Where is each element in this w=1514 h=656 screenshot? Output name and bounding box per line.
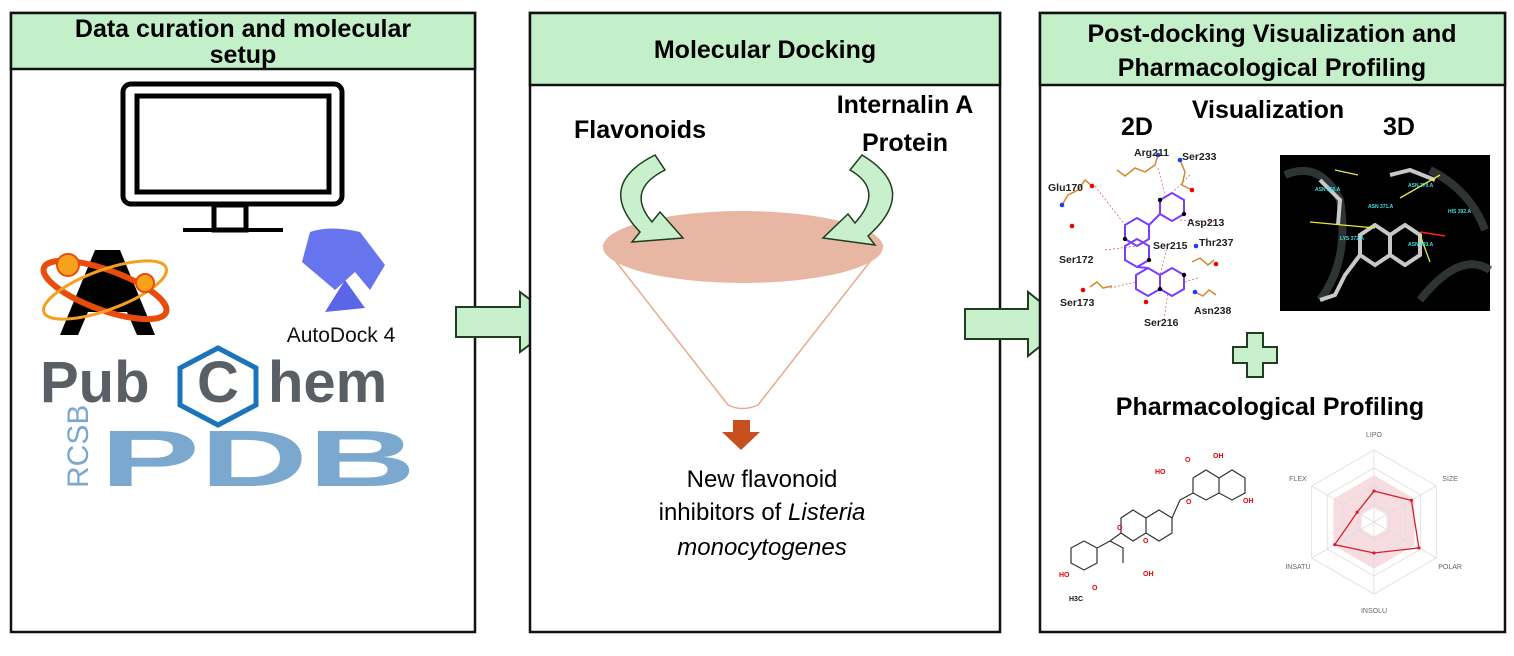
profiling-label: Pharmacological Profiling [1116, 393, 1424, 421]
output-text: New flavonoid [687, 466, 838, 493]
label-3d: 3D [1383, 113, 1415, 141]
panel-title-line: Post-docking Visualization and [1087, 20, 1456, 48]
residue-label: Ser215 [1153, 240, 1188, 252]
atom-label: O [1186, 499, 1192, 506]
curved-arrow-left [620, 154, 685, 243]
label-2d: 2D [1121, 113, 1153, 141]
panel-title-line: Data curation and molecular [75, 15, 411, 43]
panel-header [9, 11, 477, 71]
residue-label: Asn238 [1194, 305, 1232, 317]
rcsb-text: RCSB [62, 405, 95, 488]
autodock-logo: AutoDock 4 [287, 228, 396, 347]
output-arrow [722, 420, 760, 450]
panel-title: Molecular Docking [654, 36, 876, 64]
radar-value-point [1409, 498, 1414, 502]
output-text: inhibitors of Listeria [659, 499, 866, 526]
curved-arrow-right [821, 154, 894, 246]
residue-label: Asp213 [1187, 217, 1225, 229]
atom-label: HO [1155, 469, 1166, 476]
panel-data-curation: Data curation and molecular setup AutoDo… [9, 11, 477, 634]
residue-label: Glu170 [1048, 182, 1083, 194]
atom-label: O [1143, 538, 1149, 545]
output-text: monocytogenes [677, 534, 846, 561]
pdb-text: PDB [100, 414, 416, 503]
computer-monitor-icon [120, 81, 345, 233]
residue-3d-label: HIS 392.A [1448, 209, 1471, 215]
atom-label: HO [1059, 572, 1070, 579]
residue-label: Thr237 [1199, 237, 1234, 249]
bioavailability-radar: LIPO SIZE POLAR INSOLU INSATU FLEX [1285, 432, 1462, 615]
residue-3d-label: ASN 370.A [1408, 183, 1434, 189]
pubchem-text-c: C [197, 350, 239, 415]
radar-axis-label: FLEX [1289, 476, 1307, 483]
output-text-part: inhibitors of [659, 499, 788, 526]
residue-3d-label: ASN 393.A [1408, 242, 1434, 248]
radar-axis-label: POLAR [1438, 564, 1462, 571]
pubchem-text-hem: hem [268, 350, 387, 415]
rcsb-pdb-logo: RCSB PDB [62, 405, 416, 503]
output-text-italic: Listeria [788, 499, 865, 526]
radar-spoke [1373, 521, 1437, 559]
avogadro-logo [40, 250, 170, 335]
molecule-structure: O OH HO OH O O O OH HO O H3C [1059, 453, 1254, 603]
residue-3d-label: LYS 372.A [1340, 236, 1364, 242]
radar-axis-label: LIPO [1366, 432, 1383, 439]
radar-spoke [1373, 485, 1437, 523]
residue-3d-label: ASN 350.A [1315, 187, 1341, 193]
visualization-label: Visualization [1192, 96, 1344, 124]
atom-label: O [1117, 525, 1123, 532]
radar-axis-label: INSOLU [1361, 608, 1387, 615]
protein-label: Protein [862, 129, 948, 157]
autodock-label: AutoDock 4 [287, 324, 396, 347]
atom-label: OH [1213, 453, 1224, 460]
panel-title-line: Pharmacological Profiling [1118, 54, 1426, 82]
residue-label: Ser173 [1060, 297, 1095, 309]
panel-title-line: setup [210, 41, 277, 69]
atom-label: O [1185, 457, 1191, 464]
interaction-3d-render: ASN 350.A ASN 370.A ASN 371.A HIS 392.A … [1280, 155, 1493, 311]
panel-header [1038, 11, 1507, 87]
radar-spoke [1311, 485, 1375, 523]
protein-label: Internalin A [837, 91, 974, 119]
flavonoids-label: Flavonoids [574, 116, 706, 144]
plus-icon [1232, 332, 1278, 378]
radar-value-point [1355, 510, 1359, 514]
atom-label: O [1092, 585, 1098, 592]
residue-label: Ser233 [1182, 151, 1217, 163]
radar-spoke [1311, 521, 1375, 559]
residue-label: Arg211 [1134, 147, 1169, 159]
radar-value-point [1333, 543, 1337, 547]
radar-axis-label: INSATU [1285, 564, 1310, 571]
radar-axis-label: SIZE [1442, 476, 1458, 483]
pubchem-text-pub: Pub [40, 350, 150, 415]
panel-molecular-docking: Molecular Docking Flavonoids Internalin … [528, 11, 1002, 634]
residue-3d-label: ASN 371.A [1368, 204, 1394, 210]
atom-label: H3C [1069, 596, 1083, 603]
panel-header [528, 11, 1002, 87]
atom-label: OH [1143, 571, 1154, 578]
radar-value-point [1417, 546, 1421, 550]
panel-post-docking: Post-docking Visualization and Pharmacol… [1038, 11, 1507, 634]
residue-label: Ser172 [1059, 254, 1094, 266]
residue-label: Ser216 [1144, 317, 1179, 329]
interaction-2d-diagram: Arg211 Ser233 Glu170 Asp213 Ser215 Thr23… [1048, 147, 1234, 329]
atom-label: OH [1243, 498, 1254, 505]
pubchem-logo: Pub C hem [40, 345, 387, 428]
radar-value-point [1372, 551, 1376, 555]
radar-value-point [1372, 489, 1376, 493]
